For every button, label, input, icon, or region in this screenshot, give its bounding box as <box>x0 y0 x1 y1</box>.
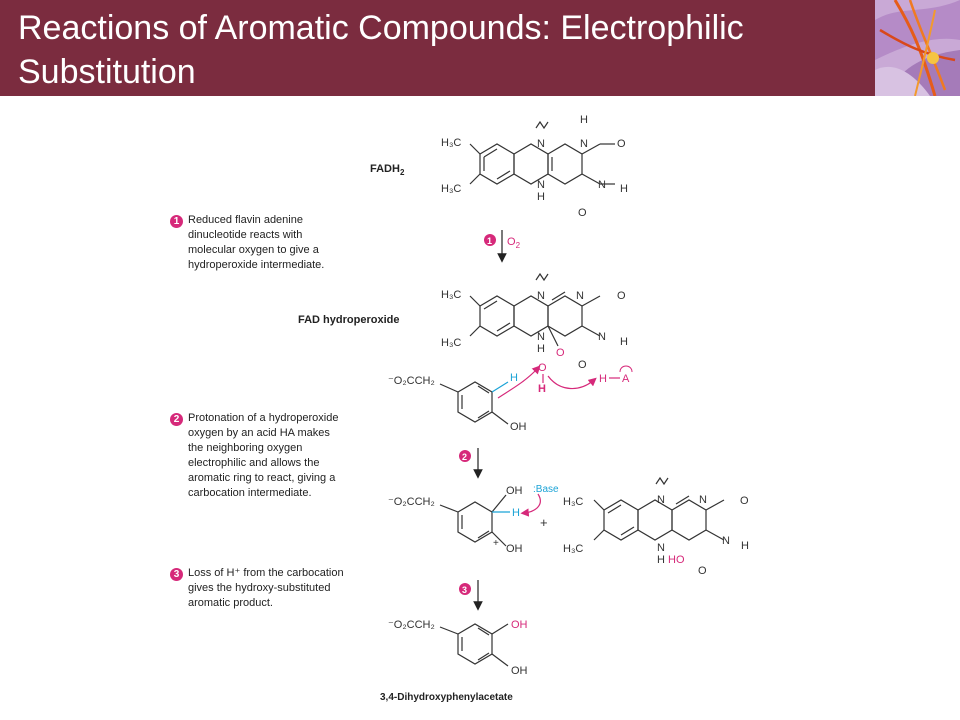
svg-text:N: N <box>598 331 606 343</box>
ha-hydrogen: H <box>599 373 607 385</box>
ring-attack-arrow <box>497 365 541 399</box>
svg-text:H₃C: H₃C <box>441 337 461 349</box>
peroxide-hydrogen: H <box>538 383 546 395</box>
svg-text:N: N <box>576 290 584 302</box>
step-1-line: Reduced flavin adenine <box>188 214 303 226</box>
fad-byproduct-structure <box>593 476 725 541</box>
peroxide-oxygen-1: O <box>556 347 565 359</box>
step-3-line: Loss of H⁺ from the carbocation <box>188 567 344 579</box>
ha-electron-arrow <box>619 365 633 373</box>
step-2-line: aromatic ring to react, giving a <box>188 472 336 484</box>
product-new-hydroxyl: OH <box>511 619 528 631</box>
step-3-text: Loss of H⁺ from the carbocation gives th… <box>188 566 344 611</box>
saffron-flower-image <box>875 0 960 96</box>
step-1-line: molecular oxygen to give a <box>188 244 319 256</box>
fad-hydroperoxide-label: FAD hydroperoxide <box>298 314 399 326</box>
svg-text:N: N <box>537 179 545 191</box>
substrate-ring-hydrogen: H <box>510 372 518 384</box>
step-2-line: oxygen by an acid HA makes <box>188 427 330 439</box>
svg-text:H₃C: H₃C <box>441 289 461 301</box>
carbocation-charge: + <box>493 538 499 549</box>
svg-text:H: H <box>580 114 588 126</box>
step-2-line: the neighboring oxygen <box>188 442 303 454</box>
svg-text:O: O <box>698 565 707 577</box>
svg-text:O: O <box>578 359 587 371</box>
c-h-bond <box>491 381 509 393</box>
svg-text:H₃C: H₃C <box>441 137 461 149</box>
svg-text:N: N <box>699 494 707 506</box>
step-1-arrow-badge <box>484 234 496 246</box>
fad-hydroperoxide-structure <box>469 272 601 347</box>
product-label: 3,4-Dihydroxyphenylacetate <box>380 692 513 703</box>
carbocation-hydroxyl: OH <box>506 543 523 555</box>
step-3-badge: 3 <box>170 568 183 581</box>
fad-byproduct-hydroxyl: HO <box>668 554 685 566</box>
step-1-arrow-number: 1 <box>487 236 492 246</box>
product-side-chain: ⁻O₂CCH₂ <box>388 619 435 631</box>
svg-text:O: O <box>617 138 626 150</box>
step-3-line: gives the hydroxy-substituted <box>188 582 331 594</box>
substrate-ring <box>439 381 509 425</box>
fad-byproduct-atoms: H₃C H₃C N N O N H O N H <box>563 494 749 577</box>
fad-hydroperoxide-atoms: H₃C H₃C N N O N H O N H <box>441 289 628 371</box>
step-1-line: dinucleotide reacts with <box>188 229 303 241</box>
svg-text:N: N <box>722 535 730 547</box>
carbocation-hydrogen: H <box>512 507 520 519</box>
svg-text:H₃C: H₃C <box>563 496 583 508</box>
svg-text:N: N <box>657 542 665 554</box>
svg-text:H: H <box>620 183 628 195</box>
step-1-badge: 1 <box>170 215 183 228</box>
step-2-badge: 2 <box>170 413 183 426</box>
product-hydroxyl: OH <box>511 665 528 677</box>
carbocation-ring <box>439 494 507 547</box>
carbocation-side-chain: ⁻O₂CCH₂ <box>388 496 435 508</box>
svg-text:N: N <box>657 494 665 506</box>
svg-text:N: N <box>537 138 545 150</box>
fadh2-atoms: H₃C H₃C N N H H N N H O O <box>441 114 628 219</box>
svg-text:N: N <box>537 290 545 302</box>
ha-acid-atom: A <box>622 373 630 385</box>
plus-sign: + <box>540 515 548 530</box>
substrate-side-chain: ⁻O₂CCH₂ <box>388 375 435 387</box>
step-3-line: aromatic product. <box>188 597 273 609</box>
svg-text:H: H <box>741 540 749 552</box>
svg-text:N: N <box>537 331 545 343</box>
step-2-line: electrophilic and allows the <box>188 457 320 469</box>
svg-text:O: O <box>617 290 626 302</box>
step-2-line: carbocation intermediate. <box>188 487 312 499</box>
fadh2-label: FADH2 <box>370 163 405 177</box>
svg-text:H: H <box>537 343 545 355</box>
peroxide-oxygen-2: O <box>538 362 547 374</box>
carbocation-new-hydroxyl: OH <box>506 485 523 497</box>
step-2-text: Protonation of a hydroperoxide oxygen by… <box>188 411 338 501</box>
step-3-arrow-number: 3 <box>462 585 467 595</box>
deprotonation-arrow <box>520 493 541 517</box>
svg-text:H: H <box>657 554 665 566</box>
step-2-line: Protonation of a hydroperoxide <box>188 412 339 424</box>
svg-text:N: N <box>580 138 588 150</box>
o2-reagent: O2 <box>507 236 521 250</box>
product-ring <box>439 623 509 667</box>
proton-transfer-arrow <box>547 375 597 390</box>
step-2-arrow-badge <box>459 450 471 462</box>
base-label: :Base <box>533 484 559 495</box>
svg-text:H₃C: H₃C <box>441 183 461 195</box>
step-3-arrow-badge <box>459 583 471 595</box>
svg-text:O: O <box>740 495 749 507</box>
slide-title: Reactions of Aromatic Compounds: Electro… <box>18 9 744 91</box>
svg-text:N: N <box>598 179 606 191</box>
step-1-line: hydroperoxide intermediate. <box>188 259 325 271</box>
svg-text:H₃C: H₃C <box>563 543 583 555</box>
svg-text:H: H <box>537 191 545 203</box>
fadh2-structure <box>469 120 615 185</box>
title-banner <box>0 0 875 96</box>
step-1-text: Reduced flavin adenine dinucleotide reac… <box>188 213 324 273</box>
svg-text:O: O <box>578 207 587 219</box>
step-2-arrow-number: 2 <box>462 452 467 462</box>
svg-text:H: H <box>620 336 628 348</box>
substrate-hydroxyl: OH <box>510 421 527 433</box>
